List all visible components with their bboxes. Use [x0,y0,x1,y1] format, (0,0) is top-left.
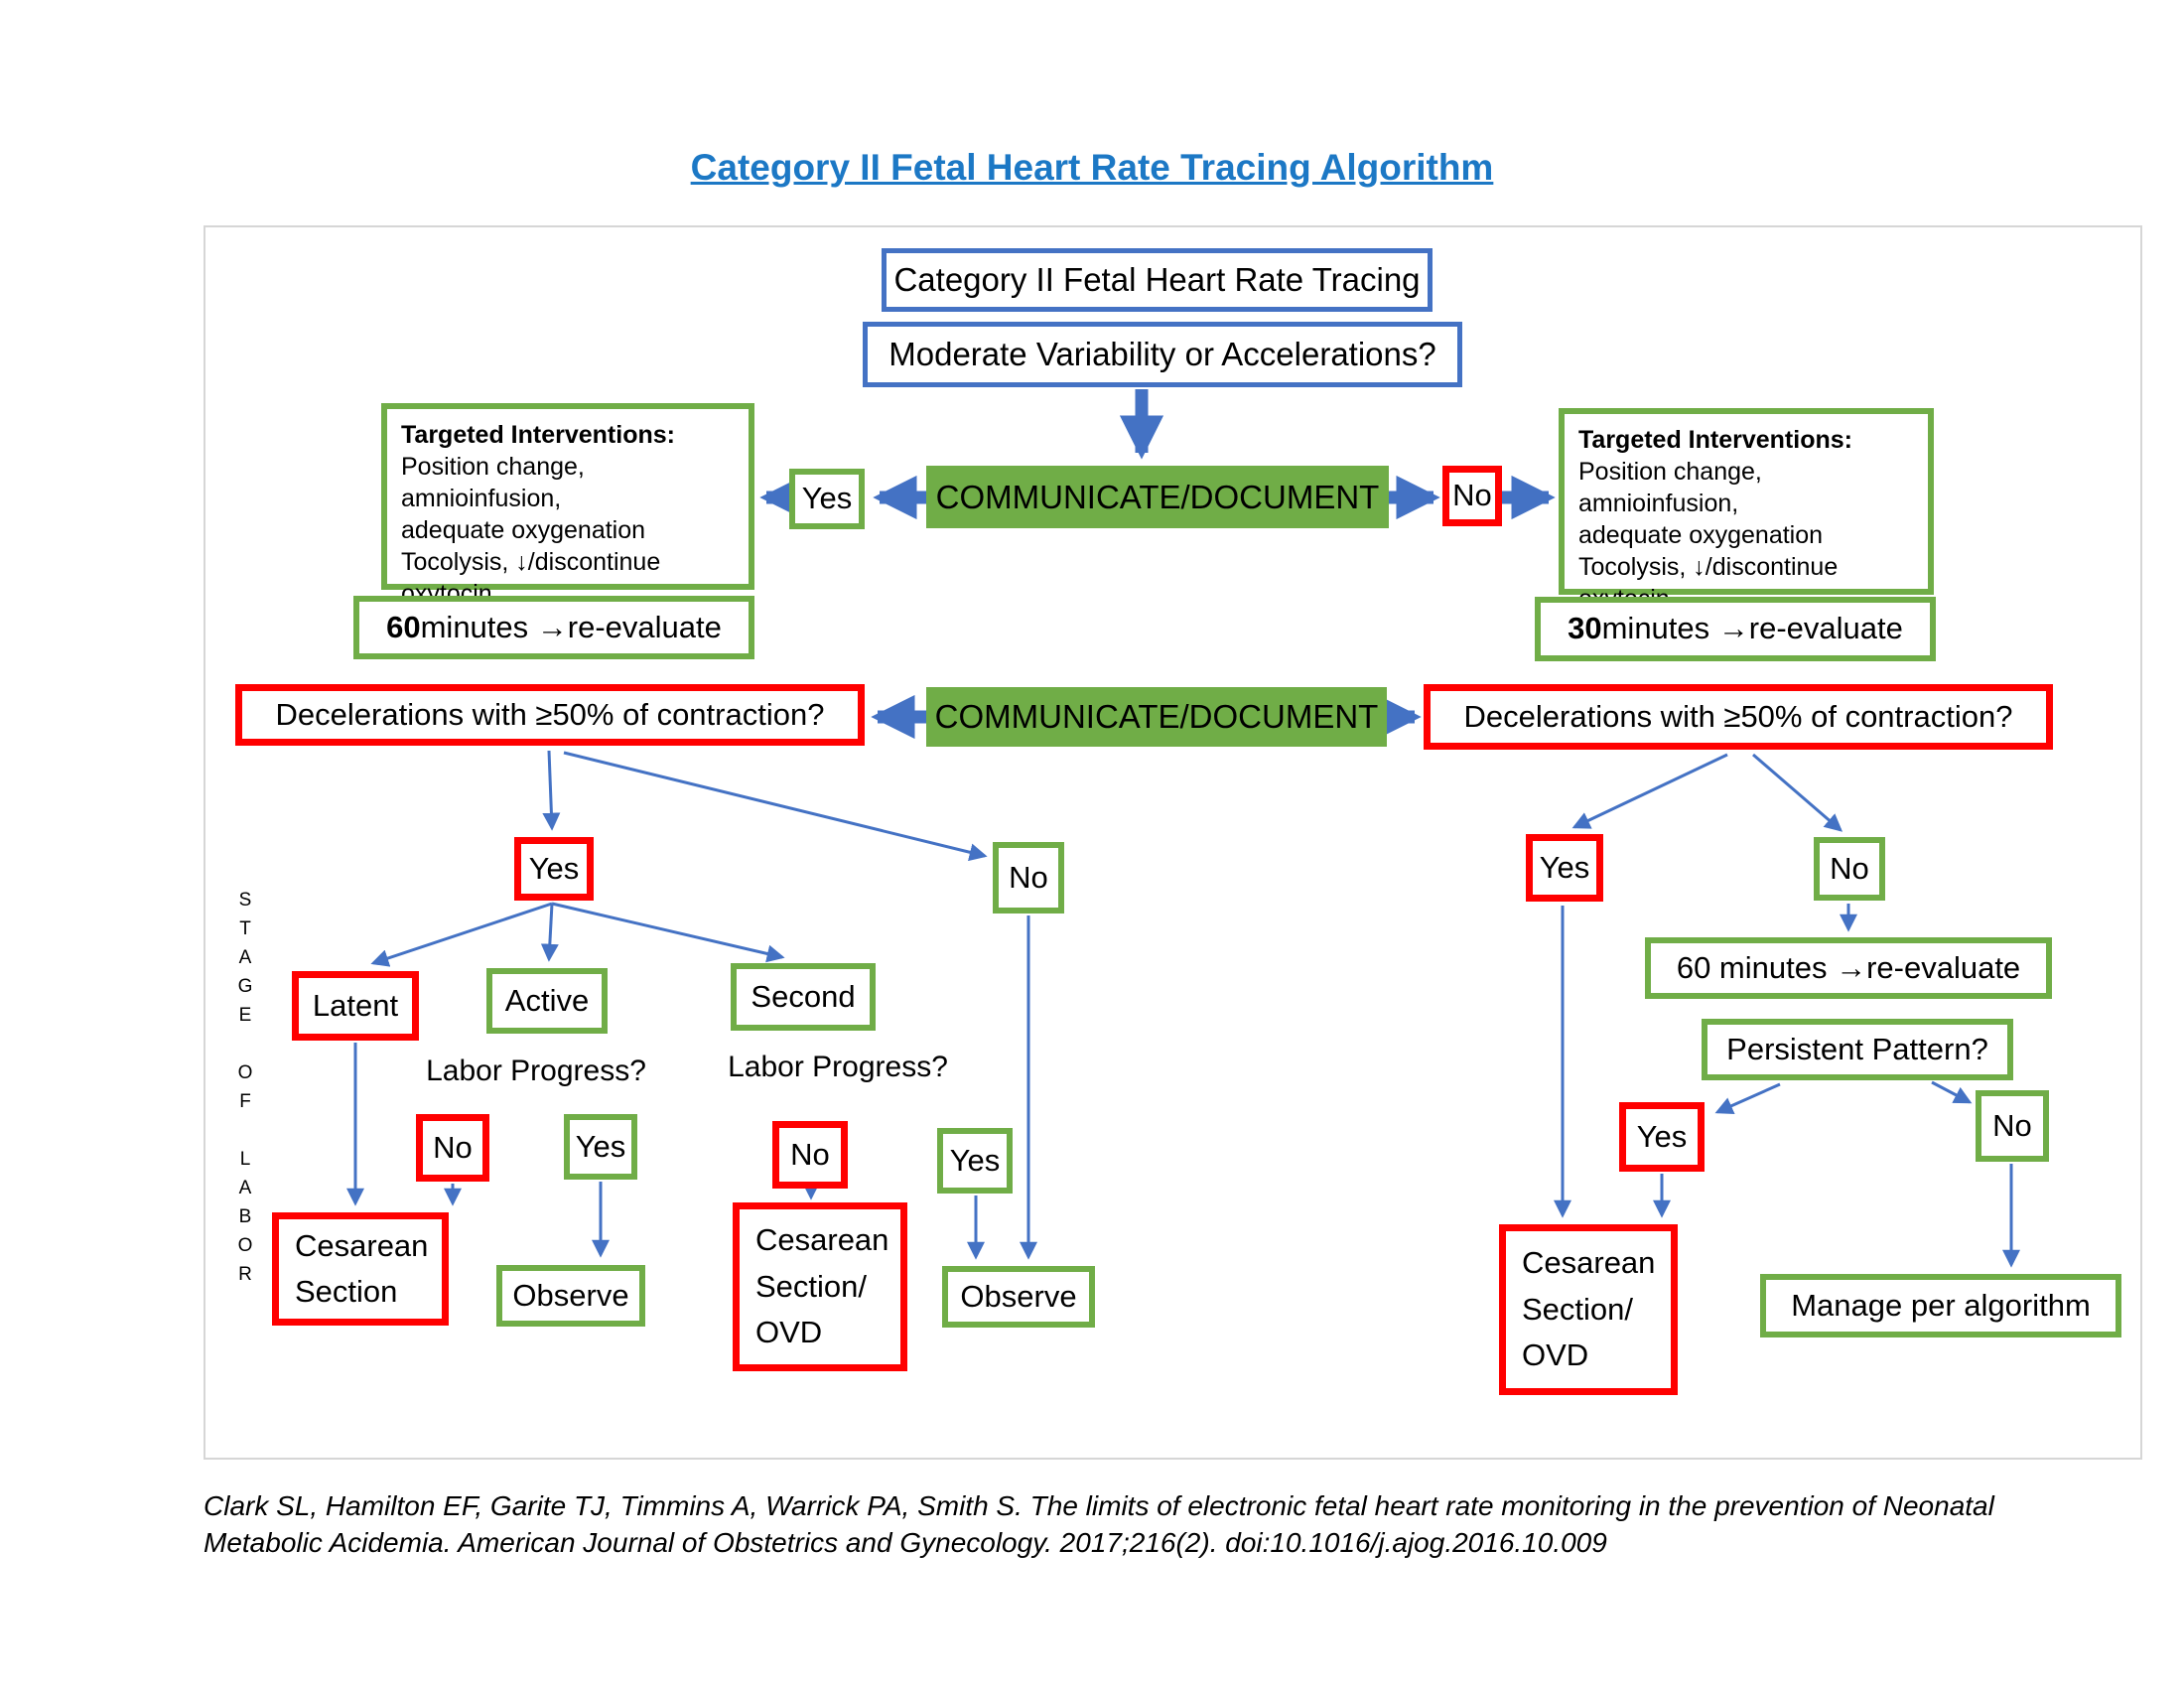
reevaluate-left-minutes: 60 [386,609,421,644]
node-second: Second [731,963,876,1031]
node-active-yes: Yes [564,1114,637,1180]
label-labor-progress-active: Labor Progress? [426,1055,646,1087]
node-cesarean-section: Cesarean Section [272,1212,449,1326]
node-communicate-document-mid: COMMUNICATE/DOCUMENT [926,687,1387,747]
interventions-left-body: Position change, amnioinfusion, adequate… [401,453,661,639]
node-60-minutes-reevaluate-right-branch: 60 minutes →re-evaluate [1645,937,2052,999]
node-right-yes: Yes [1526,834,1603,902]
node-targeted-interventions-right: Targeted Interventions: Position change,… [1559,408,1934,644]
node-30-minutes-reevaluate-right: 30 minutes →re-evaluate [1535,597,1936,661]
node-active-no: No [416,1114,489,1182]
node-targeted-interventions-left: Targeted Interventions: Position change,… [381,403,754,639]
node-observe-active: Observe [496,1265,645,1327]
node-decelerations-right: Decelerations with ≥50% of contraction? [1424,684,2053,750]
node-observe-second: Observe [942,1266,1095,1328]
node-decelerations-left: Decelerations with ≥50% of contraction? [235,684,865,746]
node-cesarean-section-ovd-right: Cesarean Section/ OVD [1499,1224,1678,1395]
node-second-no: No [772,1121,848,1189]
node-active: Active [486,968,608,1034]
node-second-yes: Yes [937,1128,1013,1194]
node-persistent-no: No [1976,1090,2049,1162]
citation-text: Clark SL, Hamilton EF, Garite TJ, Timmin… [204,1487,2070,1561]
node-60-minutes-reevaluate-left: 60 minutes →re-evaluate [353,596,754,659]
node-left-yes: Yes [514,837,594,901]
node-persistent-yes: Yes [1619,1102,1705,1172]
page-title: Category II Fetal Heart Rate Tracing Alg… [690,147,1494,188]
reevaluate-right-minutes: 30 [1568,611,1602,646]
node-no-top: No [1442,466,1502,526]
reevaluate-right-rest: minutes →re-evaluate [1601,611,1903,646]
node-manage-per-algorithm: Manage per algorithm [1760,1274,2121,1337]
citation-line-2: Metabolic Acidemia. American Journal of … [204,1527,1607,1558]
label-labor-progress-second: Labor Progress? [728,1051,948,1083]
reevaluate-left-rest: minutes →re-evaluate [420,609,722,644]
node-yes-top: Yes [789,469,865,529]
node-right-no: No [1814,837,1885,901]
node-category-ii-heading: Category II Fetal Heart Rate Tracing [882,248,1433,312]
interventions-right-heading: Targeted Interventions: [1578,426,1852,454]
stage-of-labor-label: S T A G E O F L A B O R [237,890,253,1285]
citation-line-1: Clark SL, Hamilton EF, Garite TJ, Timmin… [204,1490,1994,1521]
node-persistent-pattern: Persistent Pattern? [1702,1019,2013,1080]
node-communicate-document-top: COMMUNICATE/DOCUMENT [926,466,1389,528]
node-cesarean-section-ovd-left: Cesarean Section/ OVD [733,1202,907,1371]
node-moderate-variability-question: Moderate Variability or Accelerations? [863,322,1462,387]
node-latent: Latent [292,971,419,1041]
interventions-left-heading: Targeted Interventions: [401,421,675,449]
node-left-no: No [993,842,1064,914]
diagram-frame [204,225,2142,1460]
